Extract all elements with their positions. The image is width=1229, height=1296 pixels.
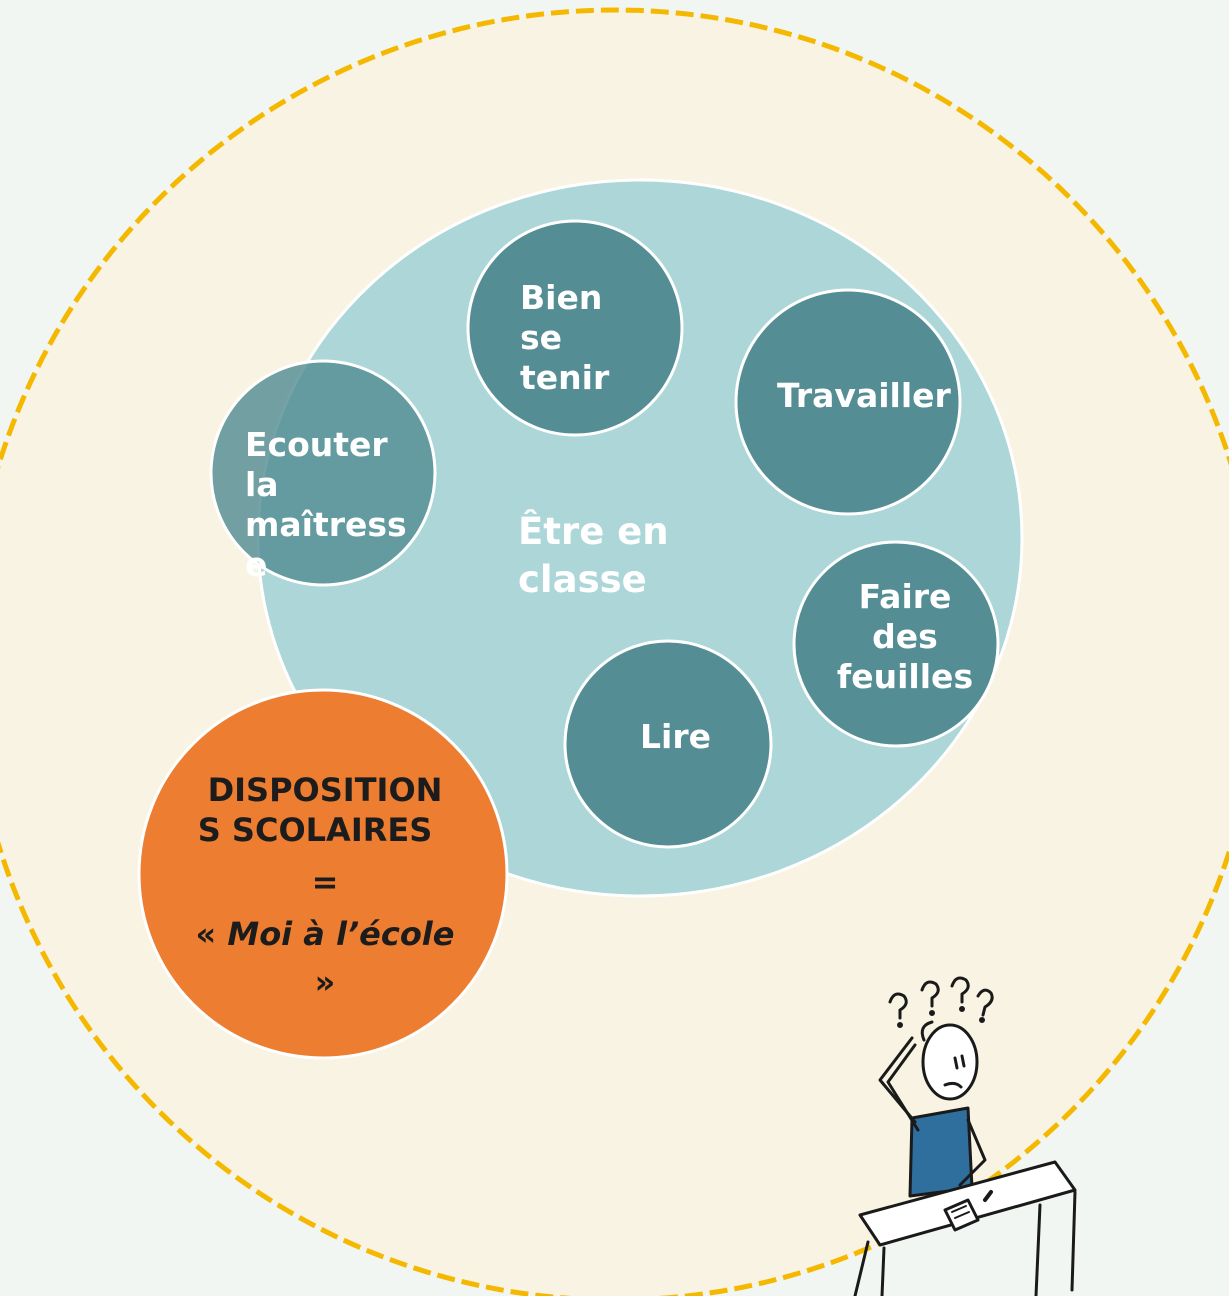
node-travailler-circle bbox=[734, 288, 962, 516]
node-lire-label: Lire bbox=[640, 717, 711, 756]
dispositions-equals: = bbox=[311, 863, 339, 901]
node-lire-circle bbox=[563, 639, 773, 849]
quote-open: « bbox=[195, 915, 228, 953]
node-bien-se-tenir-circle bbox=[466, 219, 684, 437]
dispositions-line-1: DISPOSITION bbox=[207, 771, 443, 809]
dispositions-line-2: S SCOLAIRES bbox=[197, 811, 433, 849]
node-ecouter-circle bbox=[209, 359, 437, 587]
dispositions-circle bbox=[137, 688, 509, 1060]
confused-person-illustration bbox=[853, 976, 1077, 1296]
person-head bbox=[921, 1023, 979, 1101]
node-ecouter-label: Ecouter la maîtress e bbox=[245, 425, 407, 584]
node-faire-des-feuilles-circle bbox=[792, 540, 1000, 748]
node-bien-se-tenir-label: Bien se tenir bbox=[520, 278, 610, 397]
node-travailler-label: Travailler bbox=[777, 376, 951, 415]
dispositions-quote-close: » bbox=[314, 963, 336, 1001]
center-label: Être en classe bbox=[518, 510, 669, 601]
quote-text: Moi à l’école bbox=[227, 915, 455, 953]
node-faire-des-feuilles-label: Faire des feuilles bbox=[836, 577, 974, 696]
dispositions-quote: « Moi à l’école bbox=[140, 914, 510, 954]
